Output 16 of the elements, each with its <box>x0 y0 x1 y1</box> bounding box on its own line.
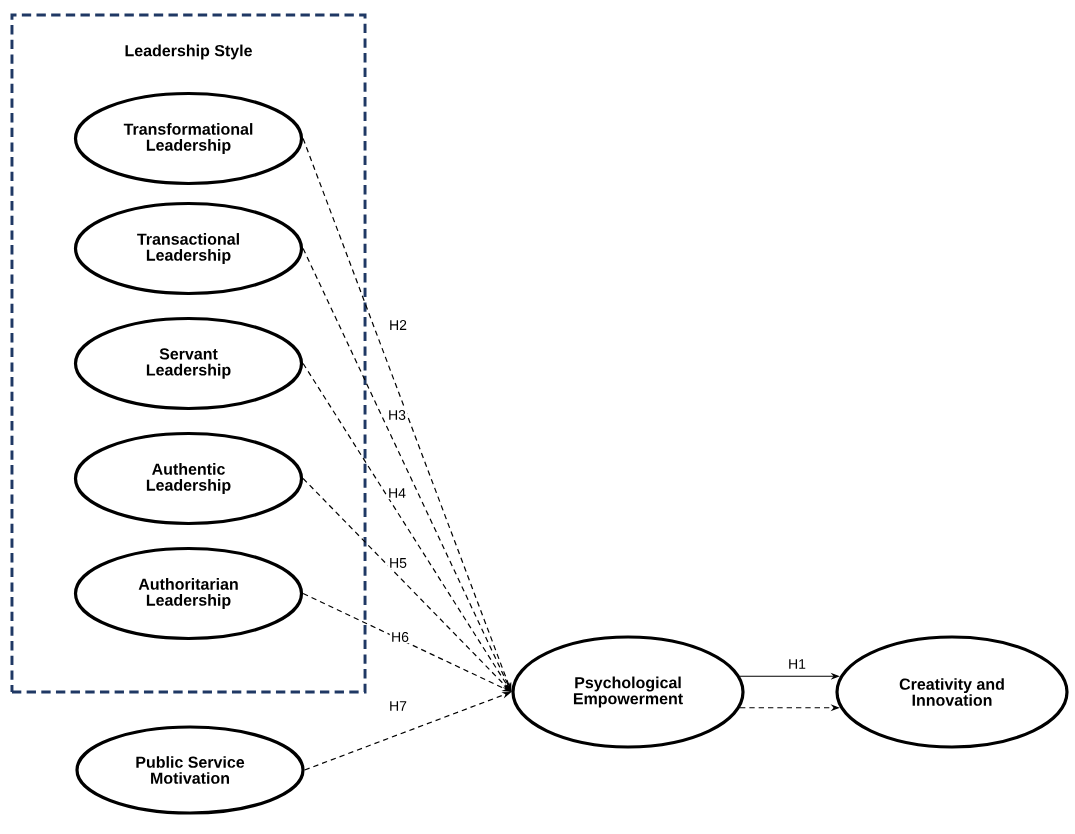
edge-label: H4 <box>386 486 408 500</box>
edge-label: H7 <box>387 699 409 713</box>
edge-label: H6 <box>389 630 411 644</box>
edge-label: H3 <box>386 408 408 422</box>
ellipse-node: Creativity and Innovation <box>835 635 1069 749</box>
edge-label: H2 <box>387 318 409 332</box>
edge-label: H1 <box>786 657 808 671</box>
ellipse-node: Psychological Empowerment <box>511 635 745 749</box>
arrow <box>302 362 512 692</box>
ellipse-node: Servant Leadership <box>73 316 304 411</box>
ellipse-node: Authoritarian Leadership <box>73 546 304 641</box>
ellipse-node: Transactional Leadership <box>73 201 304 296</box>
ellipse-node: Public Service Motivation <box>75 725 305 815</box>
ellipse-node: Authentic Leadership <box>73 431 304 526</box>
edge-label: H5 <box>387 556 409 570</box>
ellipse-node: Transformational Leadership <box>73 91 304 186</box>
